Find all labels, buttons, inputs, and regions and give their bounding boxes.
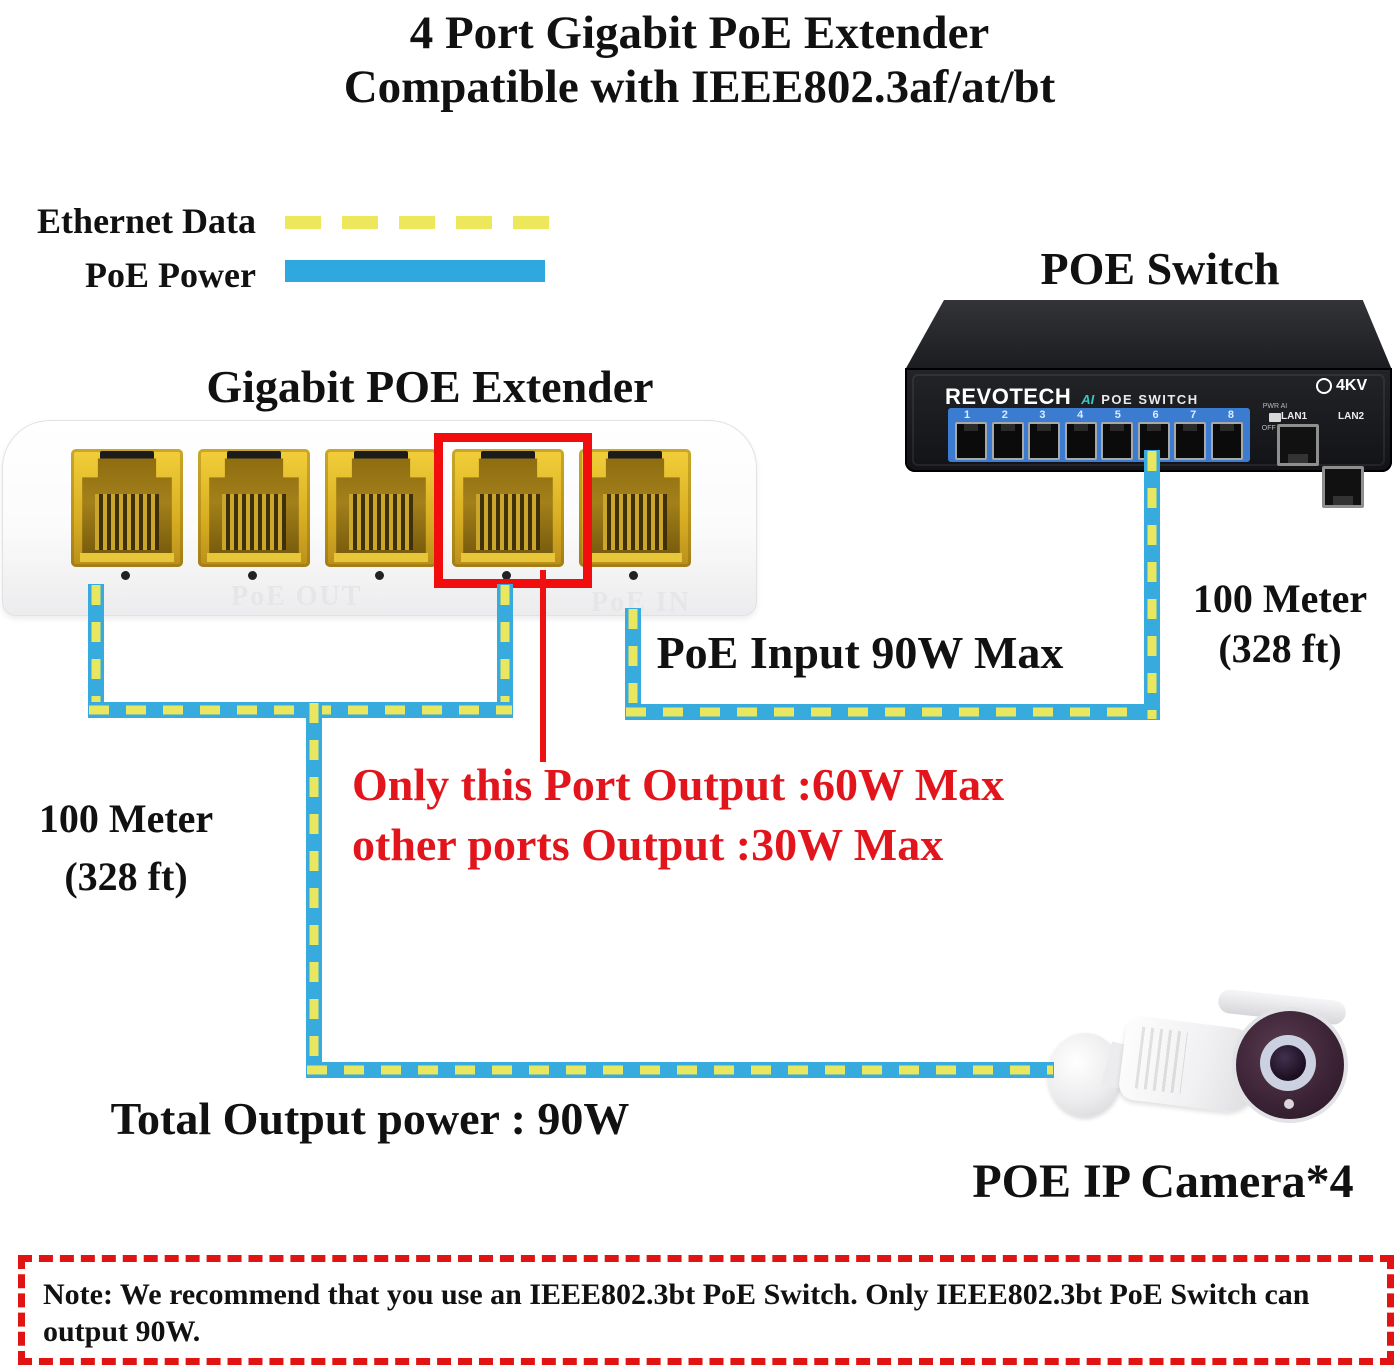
switch-top-face <box>905 300 1392 370</box>
extender-led-3 <box>375 571 384 580</box>
switch-led-cluster: PWR AI OFF ON <box>1253 402 1297 433</box>
camera-sensor-dot <box>1284 1099 1294 1109</box>
badge-text: 4KV <box>1336 377 1368 394</box>
rj45-pins <box>221 493 287 551</box>
rj45-pins <box>475 493 541 551</box>
rj45-slot <box>227 451 281 460</box>
switch-port-3 <box>1028 422 1061 460</box>
switch-port-numbers: 1 2 3 4 5 6 7 8 <box>948 408 1250 421</box>
distance-left-line1: 100 Meter <box>38 796 214 841</box>
switch-heading: POE Switch <box>1040 243 1280 294</box>
poe-input-label: PoE Input 90W Max <box>656 627 1064 678</box>
only-port-output-line2: other ports Output :30W Max <box>352 819 944 870</box>
extender-led-4 <box>502 571 511 580</box>
distance-left-label: 100 Meter (328 ft) <box>28 790 224 906</box>
camera-front-face <box>1232 1007 1348 1123</box>
port-number-4: 4 <box>1077 409 1084 421</box>
poe-ip-camera <box>1020 988 1348 1155</box>
rj45-lip <box>333 552 429 563</box>
power-labels: OFF ON <box>1261 425 1289 432</box>
distance-left-line2: (328 ft) <box>64 854 188 899</box>
rj45-port-4 <box>452 449 564 567</box>
port-number-3: 3 <box>1039 409 1046 421</box>
rj45-pins <box>94 493 160 551</box>
extender-heading: Gigabit POE Extender <box>206 361 654 412</box>
rj45-port-1 <box>71 449 183 567</box>
cable-port5-drop <box>625 608 641 720</box>
rj45-port-3 <box>325 449 437 567</box>
cable-to-switch-horizontal <box>625 704 1160 720</box>
camera-label: POE IP Camera*4 <box>972 1155 1354 1208</box>
cable-mid-drop <box>306 702 322 1078</box>
only-port-output-line1: Only this Port Output :60W Max <box>352 759 1005 810</box>
switch-port-7 <box>1174 422 1207 460</box>
legend-ethernet-dashed-line <box>285 216 551 229</box>
distance-right-line2: (328 ft) <box>1218 626 1342 671</box>
switch-4kv-badge: 4KV <box>1316 377 1367 395</box>
distance-right-line1: 100 Meter <box>1192 576 1368 621</box>
rj45-lip <box>587 552 683 563</box>
rj45-lip <box>79 552 175 563</box>
port-number-6: 6 <box>1152 409 1159 421</box>
surge-protection-icon <box>1316 378 1332 394</box>
legend-poe-label: PoE Power <box>85 255 256 295</box>
title-line2: Compatible with IEEE802.3af/at/bt <box>343 61 1056 113</box>
callout-line <box>540 570 546 762</box>
rj45-lip <box>206 552 302 563</box>
extender-led-5 <box>629 571 638 580</box>
cable-port1-drop <box>88 584 104 718</box>
port-number-2: 2 <box>1001 409 1008 421</box>
port4-highlight-box <box>434 433 592 588</box>
switch-port-2 <box>991 422 1024 460</box>
rj45-slot <box>608 451 662 460</box>
cable-switch-riser <box>1144 450 1160 720</box>
switch-brand: REVOTECH AI POE SWITCH <box>945 384 1199 410</box>
port-number-5: 5 <box>1114 409 1121 421</box>
switch-port-strip: 1 2 3 4 5 6 7 8 <box>948 408 1250 462</box>
brand-model: POE SWITCH <box>1101 392 1199 407</box>
title-line1: 4 Port Gigabit PoE Extender <box>409 7 990 59</box>
cable-to-camera <box>306 1062 1054 1078</box>
led-labels: PWR AI <box>1262 403 1288 410</box>
cable-u-horizontal <box>88 702 513 718</box>
brand-revotech: REVOTECH <box>945 384 1072 409</box>
extender-led-1 <box>121 571 130 580</box>
extender-led-2 <box>248 571 257 580</box>
distance-right-label: 100 Meter (328 ft) <box>1162 574 1398 674</box>
gigabit-poe-extender-device: PoE OUT PoE IN <box>2 420 757 618</box>
switch-port-1 <box>955 422 987 460</box>
rj45-pins <box>602 493 668 551</box>
lan2-port <box>1322 466 1364 508</box>
switch-port-8 <box>1210 422 1243 460</box>
port-number-8: 8 <box>1227 409 1234 421</box>
ai-mode-switch <box>1269 413 1281 422</box>
switch-port-4 <box>1064 422 1097 460</box>
rj45-pins <box>348 493 414 551</box>
rj45-port-2 <box>198 449 310 567</box>
legend-poe-solid-line <box>285 260 545 282</box>
switch-port-5 <box>1101 422 1134 460</box>
brand-ai: AI <box>1081 392 1095 407</box>
rj45-slot <box>481 451 535 460</box>
lan1-port <box>1277 424 1319 466</box>
note-text: Note: We recommend that you use an IEEE8… <box>43 1278 1310 1348</box>
switch-port-row <box>948 422 1250 460</box>
port-number-1: 1 <box>964 409 971 421</box>
rj45-slot <box>100 451 154 460</box>
lan2-label: LAN2 <box>1338 411 1365 422</box>
legend-ethernet-label: Ethernet Data <box>37 201 256 241</box>
lan1-label: LAN1 <box>1281 411 1308 422</box>
camera-vents <box>1134 1026 1188 1094</box>
cable-port4-drop <box>497 584 513 718</box>
port-number-7: 7 <box>1190 409 1197 421</box>
page-title: 4 Port Gigabit PoE Extender Compatible w… <box>0 6 1399 114</box>
note-box: Note: We recommend that you use an IEEE8… <box>18 1255 1394 1365</box>
camera-lens-icon <box>1260 1035 1316 1091</box>
rj45-slot <box>354 451 408 460</box>
total-output-label: Total Output power : 90W <box>110 1093 630 1144</box>
rj45-lip <box>460 552 556 563</box>
rj45-port-5 <box>579 449 691 567</box>
extender-poe-out-label: PoE OUT <box>231 581 363 612</box>
